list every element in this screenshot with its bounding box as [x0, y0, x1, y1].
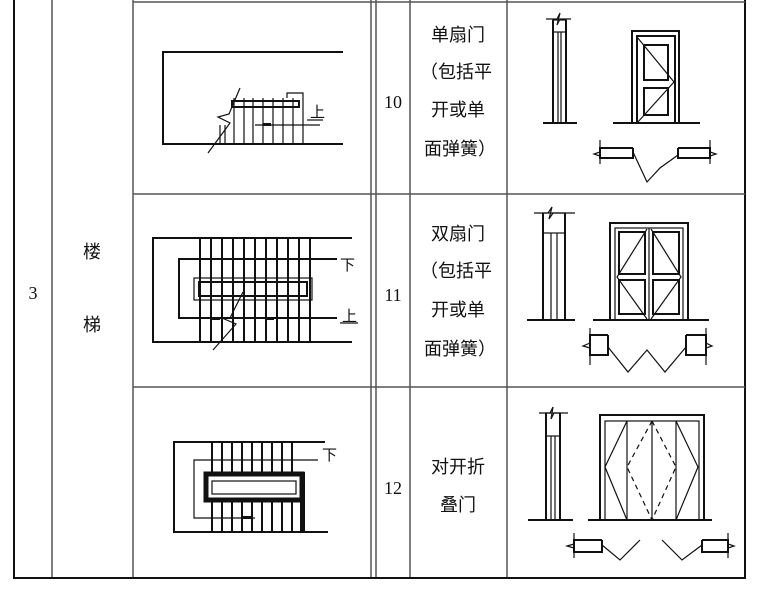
item-number: 12	[384, 478, 402, 498]
stair-up-label: 上	[342, 307, 357, 325]
row-number: 3	[28, 283, 38, 303]
item-name-line: 叠门	[440, 495, 476, 515]
item-name-line: 开或单	[431, 100, 485, 120]
category-char-2: 梯	[83, 315, 101, 335]
item-number: 10	[384, 92, 402, 112]
double-door-drawing	[527, 206, 714, 373]
item-name-line: 面弹簧）	[424, 139, 496, 159]
category-char-1: 楼	[83, 242, 101, 262]
stair-top-floor-drawing: 下	[173, 441, 337, 533]
stair-up-label: 上	[310, 103, 325, 121]
folding-door-drawing	[528, 406, 736, 561]
single-door-drawing	[543, 12, 718, 184]
item-name-line: 单扇门	[431, 25, 485, 45]
table-grid	[13, 0, 746, 579]
item-name-line: 双扇门	[431, 224, 485, 244]
stair-bottom-floor-drawing: 上	[162, 51, 343, 154]
item-name-line: 开或单	[431, 300, 485, 320]
item-number: 11	[384, 285, 402, 305]
stair-down-label: 下	[322, 446, 337, 464]
item-name-line: 对开折	[431, 457, 485, 477]
item-name-line: （包括平	[420, 261, 492, 281]
stair-middle-floor-drawing: 下 上	[152, 237, 358, 351]
item-name-line: 面弹簧）	[424, 339, 496, 359]
item-name-line: （包括平	[420, 62, 492, 82]
stair-down-label: 下	[340, 256, 355, 274]
